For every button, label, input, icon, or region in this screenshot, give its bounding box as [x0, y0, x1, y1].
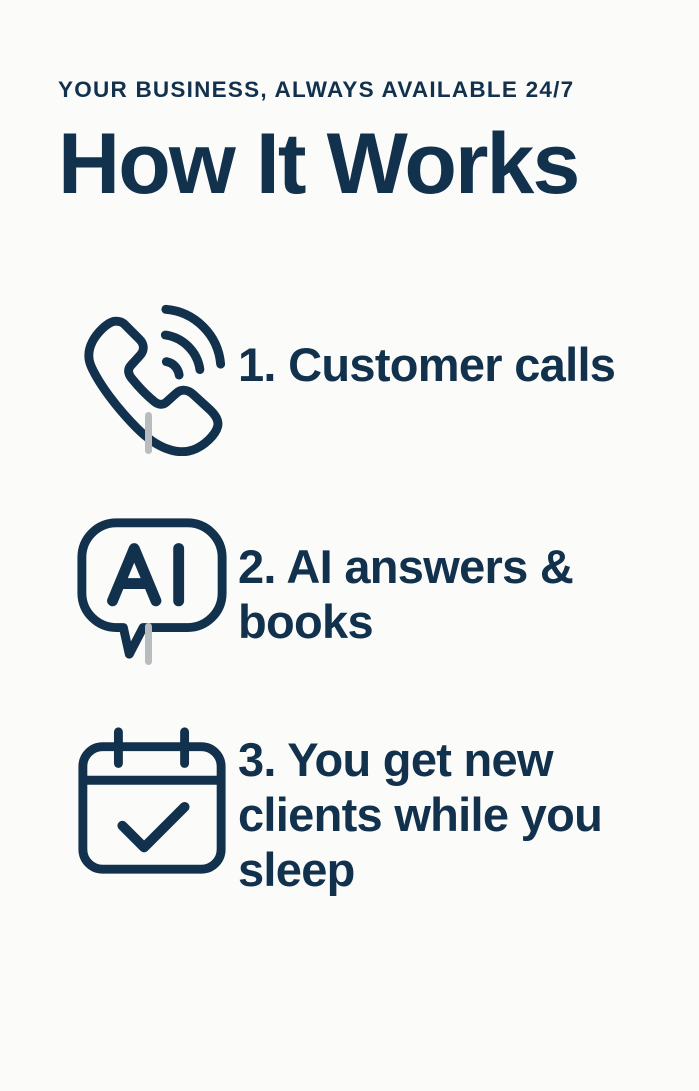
step-3-label: 3. You get new clients while you sleep: [238, 733, 603, 896]
connector-step2-step3: [145, 623, 152, 665]
step-item-3: 3. You get new clients while you sleep: [0, 723, 699, 898]
step-item-1: 1. Customer calls: [0, 296, 699, 456]
phone-ringing-icon: [84, 304, 226, 456]
page-title: How It Works: [58, 115, 580, 212]
eyebrow-text: YOUR BUSINESS, ALWAYS AVAILABLE 24/7: [58, 77, 575, 102]
step-2-label: 2. AI answers & books: [238, 540, 574, 648]
ai-speech-bubble-icon: [77, 518, 227, 659]
step-item-2: 2. AI answers & books: [0, 512, 699, 667]
step-2-icon-slot: [72, 512, 232, 667]
header: YOUR BUSINESS, ALWAYS AVAILABLE 24/7 How…: [58, 77, 668, 212]
step-3-icon-slot: [72, 723, 232, 878]
calendar-check-icon: [78, 727, 226, 874]
connector-step1-step2: [145, 412, 152, 454]
step-1-icon-slot: [72, 296, 232, 456]
step-1-label: 1. Customer calls: [238, 338, 616, 391]
steps-list: 1. Customer calls 2. AI answers & books: [0, 296, 699, 898]
